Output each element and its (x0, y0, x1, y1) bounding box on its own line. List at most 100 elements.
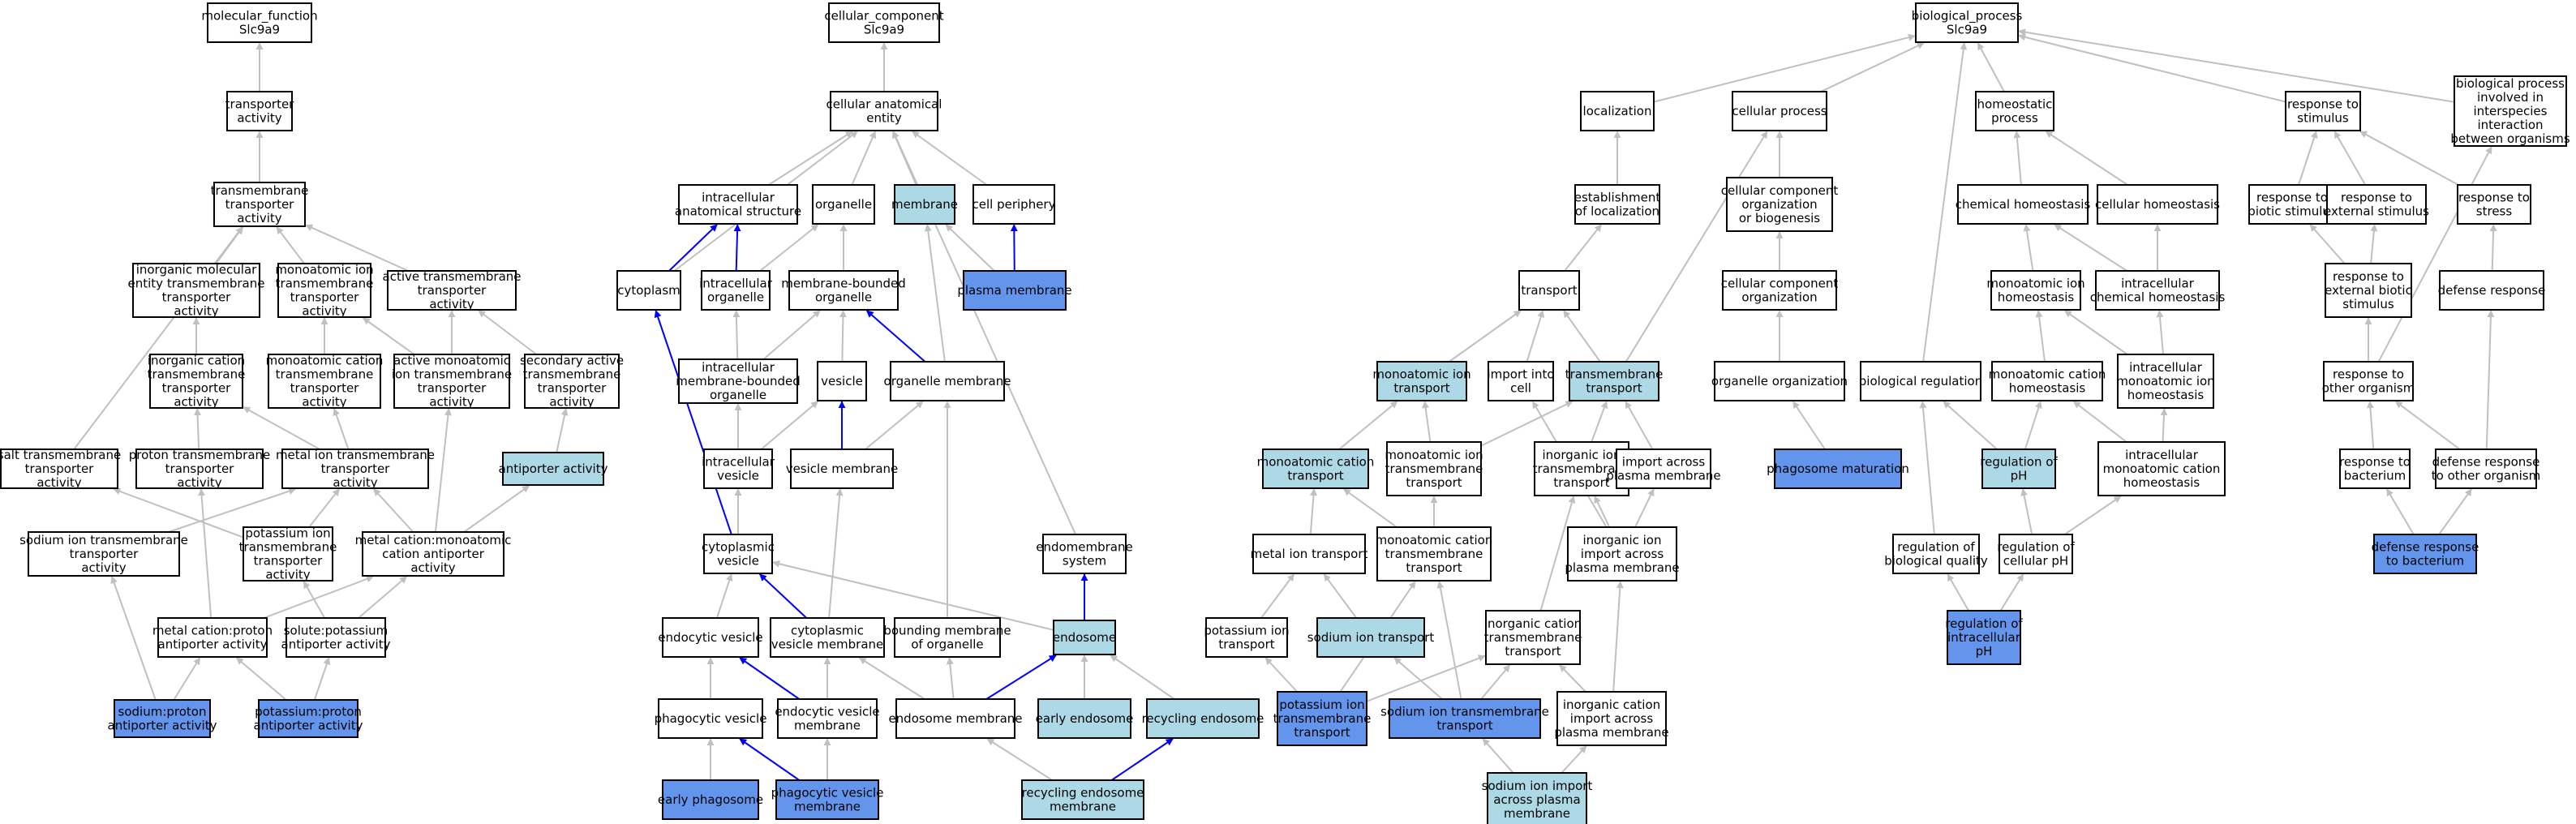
node-vesicle[interactable]: vesicle (817, 361, 867, 401)
node-sodium-ion-transport[interactable]: sodium ion transport (1307, 617, 1435, 658)
node-endocytic-vesicle[interactable]: endocytic vesicle (658, 617, 763, 658)
node-endosome-membrane[interactable]: endosome membrane (888, 698, 1023, 739)
node-membrane[interactable]: membrane (891, 184, 958, 225)
node-metal-ion-tm[interactable]: metal ion transmembranetransporteractivi… (276, 448, 435, 490)
node-cellular-process[interactable]: cellular process (1732, 91, 1827, 131)
node-organelle-organization[interactable]: organelle organization (1711, 361, 1848, 401)
node-transport[interactable]: transport (1518, 270, 1580, 311)
node-plasma-membrane[interactable]: plasma membrane (957, 270, 1072, 311)
node-recycling-endosome[interactable]: recycling endosome (1142, 698, 1264, 739)
node-phagocytic-vesicle[interactable]: phagocytic vesicle (655, 698, 767, 739)
node-endosome[interactable]: endosome (1053, 620, 1116, 655)
node-cell-periphery[interactable]: cell periphery (972, 184, 1056, 225)
node-phagosome-maturation[interactable]: phagosome maturation (1767, 448, 1909, 489)
node-early-endosome[interactable]: early endosome (1036, 698, 1134, 739)
node-defense-response[interactable]: defense response (2438, 270, 2546, 311)
node-organelle[interactable]: organelle (812, 184, 875, 225)
node-cellular-homeostasis[interactable]: cellular homeostasis (2095, 184, 2220, 225)
node-monoatomic-ion-tm[interactable]: monoatomic iontransmembranetransporterac… (275, 263, 373, 319)
node-potassium-ion-tm[interactable]: potassium iontransmembranetransporteract… (239, 526, 337, 582)
node-chemical-homeostasis[interactable]: chemical homeostasis (1956, 184, 2091, 225)
node-cytoplasm[interactable]: cytoplasm (616, 270, 681, 311)
node-metal-ion-transport[interactable]: metal ion transport (1251, 534, 1368, 574)
node-early-phagosome[interactable]: early phagosome (658, 779, 763, 820)
node-vesicle-membrane[interactable]: vesicle membrane (786, 448, 899, 489)
node-localization[interactable]: localization (1580, 91, 1655, 131)
node-inorg-cation-tm[interactable]: inorganic cationtransmembranetransporter… (148, 354, 246, 410)
node-organelle-membrane[interactable]: organelle membrane (884, 361, 1011, 401)
node-sodium-ion-tm[interactable]: sodium ion transmembranetransporteractiv… (19, 531, 188, 577)
node-monoatomic-cation-tm[interactable]: monoatomic cationtransmembranetransporte… (266, 354, 384, 410)
node-antiporter[interactable]: antiporter activity (499, 452, 608, 486)
node-secondary-active[interactable]: secondary activetransmembranetransporter… (520, 354, 624, 410)
node-biological-regulation[interactable]: biological regulation (1859, 361, 1982, 401)
